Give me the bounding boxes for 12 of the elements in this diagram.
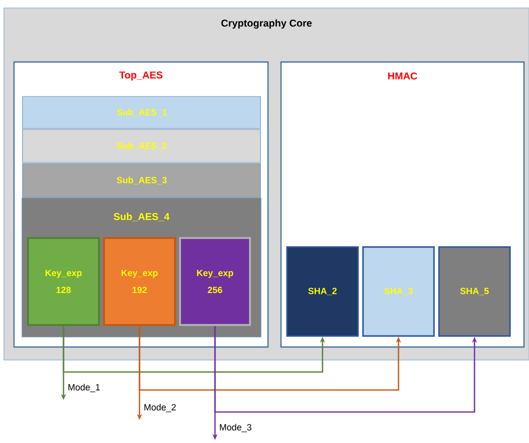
- edge-label: Mode_3: [220, 424, 252, 432]
- key-box: Key_exp 128: [27, 237, 100, 326]
- layer-band: Sub_AES_1: [22, 96, 261, 129]
- hash-box: SHA_3: [362, 246, 435, 337]
- layer-band: Sub_AES_2: [22, 129, 261, 163]
- key-box: Key_exp 192: [103, 237, 176, 326]
- layer-band: Sub_AES_3: [22, 163, 261, 198]
- edge-label: Mode_1: [68, 384, 100, 392]
- key-box: Key_exp 256: [179, 237, 251, 326]
- edge-label: Mode_2: [144, 404, 176, 412]
- hash-box: SHA_2: [286, 246, 359, 337]
- hash-box: SHA_5: [438, 246, 511, 337]
